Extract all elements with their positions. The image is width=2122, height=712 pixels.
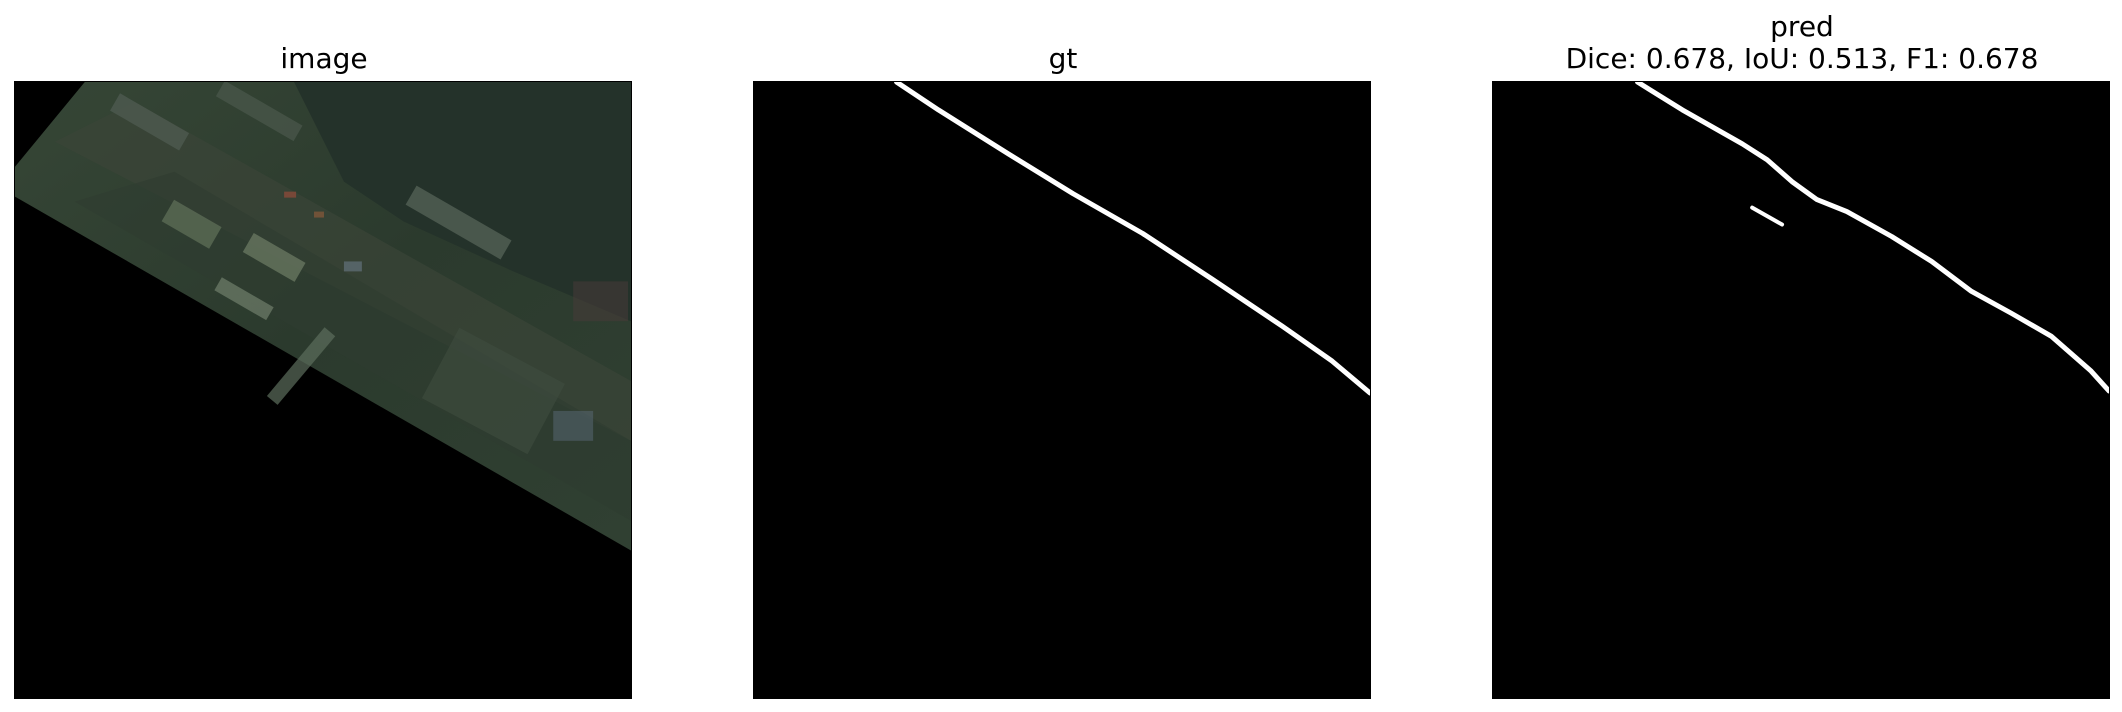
pred-panel-title: pred [1770, 10, 1834, 43]
pred-metrics-text: Dice: 0.678, IoU: 0.513, F1: 0.678 [1565, 42, 2039, 75]
image-panel-title: image [280, 42, 368, 75]
prediction-mask-panel [1492, 81, 2110, 699]
ground-truth-mask-panel [753, 81, 1371, 699]
pred-boundary-line [1635, 82, 2109, 394]
gt-boundary-line [894, 82, 1370, 396]
gt-panel-title: gt [1048, 42, 1078, 75]
ground-truth-mask [754, 82, 1370, 698]
prediction-mask [1493, 82, 2109, 698]
satellite-image-panel [14, 81, 632, 699]
pred-false-positive-segment [1750, 205, 1785, 227]
satellite-image [15, 82, 631, 698]
